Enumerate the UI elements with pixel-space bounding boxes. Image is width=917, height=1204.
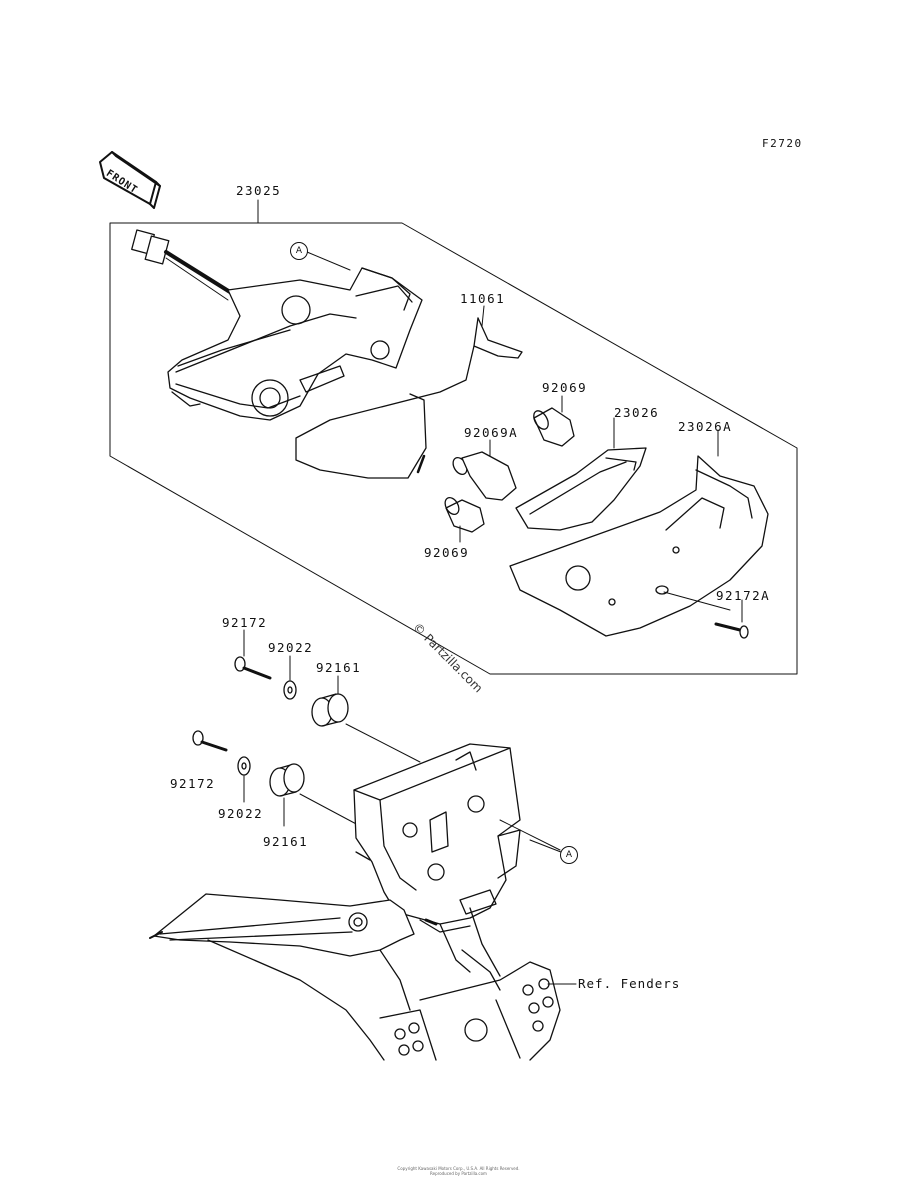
rear-fender xyxy=(149,893,577,1061)
screw-92172-upper xyxy=(234,629,272,680)
assembly-boundary xyxy=(109,222,798,675)
copyright-footer: Copyright Kawasaki Motors Corp., U.S.A. … xyxy=(0,1166,917,1176)
label-92161-lower: 92161 xyxy=(263,834,309,849)
tail-lamp-housing xyxy=(167,267,423,421)
wiring-harness xyxy=(295,317,479,479)
label-92022-upper: 92022 xyxy=(268,640,314,655)
label-23025: 23025 xyxy=(236,183,282,198)
lens-cover-23026 xyxy=(515,417,647,531)
grommet-92161-upper xyxy=(311,675,421,763)
washer-92022-upper xyxy=(283,655,297,700)
bulb-92069-lower xyxy=(444,496,485,543)
grommet-92161-lower xyxy=(269,763,361,827)
label-92172-lower: 92172 xyxy=(170,776,216,791)
label-92069-lower: 92069 xyxy=(424,545,470,560)
label-92161-upper: 92161 xyxy=(316,660,362,675)
mounting-bracket xyxy=(353,743,561,933)
label-92172-upper: 92172 xyxy=(222,615,268,630)
label-23026A: 23026A xyxy=(678,419,733,434)
washer-92022-lower xyxy=(237,756,251,803)
connector-plug xyxy=(131,229,232,301)
bulb-92069A xyxy=(452,439,517,501)
label-ref-fenders: Ref. Fenders xyxy=(578,976,681,991)
label-11061: 11061 xyxy=(460,291,506,306)
front-arrow-icon xyxy=(99,151,161,209)
label-92069A: 92069A xyxy=(464,425,519,440)
figure-code: F2720 xyxy=(762,137,803,150)
callout-a-lower: A xyxy=(560,846,578,864)
footer-line-2: Reproduced by Partzilla.com xyxy=(430,1171,487,1176)
label-92172A: 92172A xyxy=(716,588,771,603)
lens-cover-23026A xyxy=(509,429,769,637)
label-23026: 23026 xyxy=(614,405,660,420)
label-92069-upper: 92069 xyxy=(542,380,588,395)
bulb-92069-upper xyxy=(533,395,575,447)
label-92022-lower: 92022 xyxy=(218,806,264,821)
callout-a-upper: A xyxy=(290,242,308,260)
screw-92172-lower xyxy=(192,730,228,752)
footer-line-1: Copyright Kawasaki Motors Corp., U.S.A. … xyxy=(397,1166,520,1171)
screw-92172A xyxy=(663,591,749,639)
